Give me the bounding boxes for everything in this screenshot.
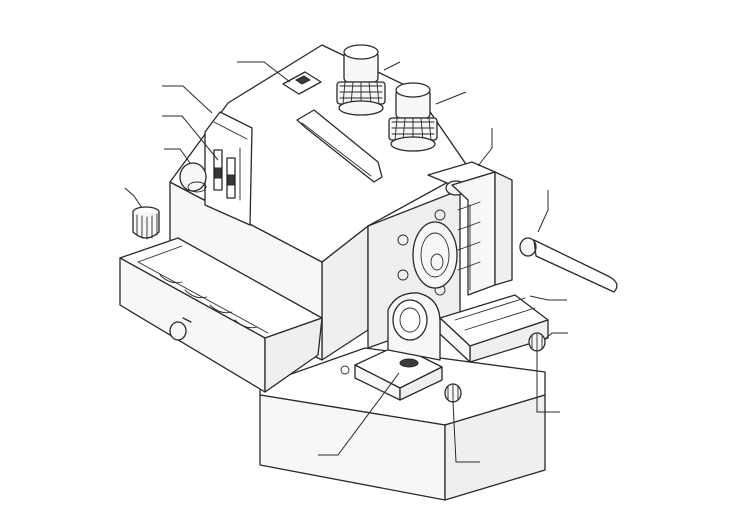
spindle-knob <box>388 82 438 152</box>
leader-lever <box>537 190 549 233</box>
carry-handle <box>296 109 383 183</box>
leader-lines <box>124 61 568 463</box>
leader-column <box>477 128 493 167</box>
leader-right-knob <box>544 332 568 340</box>
drawer-knob <box>169 317 192 341</box>
adjustment-knob <box>528 332 546 352</box>
spindle-knob <box>336 44 386 116</box>
base <box>259 347 546 501</box>
leader-control-panel <box>162 85 213 114</box>
clamp-lever <box>519 237 618 293</box>
drawer <box>119 237 323 393</box>
leader-spindle-knob-1 <box>383 61 401 71</box>
leader-right-knob-bottom <box>536 351 560 413</box>
rocker-switch <box>282 71 322 95</box>
cross-slide <box>439 294 549 363</box>
leader-switch <box>237 61 291 83</box>
leader-knob <box>164 148 191 164</box>
leader-collet <box>124 187 143 209</box>
leader-spindle-knob-2 <box>435 91 467 105</box>
adjustment-knob <box>444 383 462 403</box>
tilt-head <box>354 292 443 401</box>
leader-front-knob <box>452 401 480 463</box>
leader-cross-slide <box>529 295 567 301</box>
leader-slider <box>162 115 219 161</box>
control-knob <box>179 162 207 193</box>
collet <box>132 206 160 240</box>
tool-holder-column <box>427 161 513 296</box>
leader-tilt-head <box>318 372 400 456</box>
control-panel <box>204 111 253 226</box>
